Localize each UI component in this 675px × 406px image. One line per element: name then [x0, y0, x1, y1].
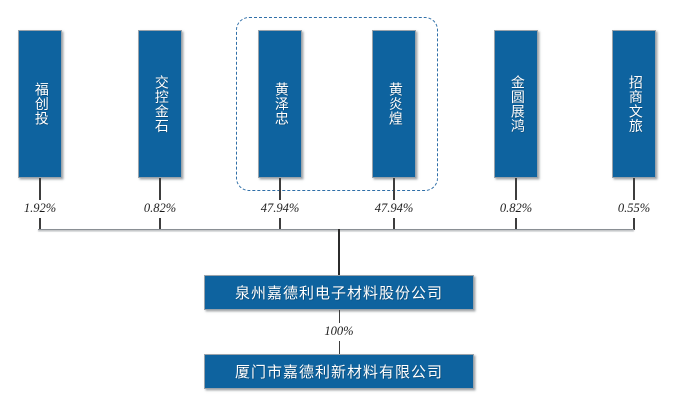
- ownership-percent-6: 0.55%: [617, 201, 651, 215]
- subsidiary-company-name: 厦门市嘉德利新材料有限公司: [234, 365, 443, 381]
- connector-shareholder-1-lower: [39, 218, 41, 230]
- connector-shareholder-1: [39, 178, 41, 200]
- ownership-percent-3: 47.94%: [260, 201, 300, 215]
- connector-shareholder-4: [393, 178, 395, 200]
- shareholder-box-3[interactable]: 黄泽忠: [258, 30, 302, 178]
- shareholder-box-6[interactable]: 招商文旅: [612, 30, 656, 178]
- connector-shareholder-2: [159, 178, 161, 200]
- connector-shareholder-2-lower: [159, 218, 161, 230]
- connector-shareholder-3: [279, 178, 281, 200]
- connector-parent-to-subsidiary-upper: [338, 310, 340, 323]
- shareholder-name-2: 交控金石: [152, 75, 168, 133]
- connector-bus-to-parent: [338, 229, 341, 275]
- ownership-percent-subsidiary: 100%: [324, 324, 354, 338]
- connector-shareholder-6: [633, 178, 635, 200]
- shareholder-name-4: 黄炎煌: [386, 82, 402, 126]
- shareholder-box-2[interactable]: 交控金石: [138, 30, 182, 178]
- ownership-percent-5: 0.82%: [499, 201, 533, 215]
- subsidiary-company-box[interactable]: 厦门市嘉德利新材料有限公司: [204, 354, 474, 389]
- connector-shareholder-6-lower: [633, 218, 635, 230]
- parent-company-box[interactable]: 泉州嘉德利电子材料股份公司: [204, 275, 474, 310]
- connector-shareholder-5-lower: [515, 218, 517, 230]
- shareholder-name-1: 福创投: [32, 82, 48, 126]
- connector-shareholder-5: [515, 178, 517, 200]
- shareholder-name-6: 招商文旅: [626, 75, 642, 133]
- shareholder-name-5: 金圆展鸿: [508, 75, 524, 133]
- ownership-percent-2: 0.82%: [143, 201, 177, 215]
- parent-company-name: 泉州嘉德利电子材料股份公司: [234, 286, 443, 302]
- shareholder-box-4[interactable]: 黄炎煌: [372, 30, 416, 178]
- shareholder-name-3: 黄泽忠: [272, 82, 288, 126]
- shareholder-bus-bar: [38, 229, 634, 231]
- ownership-percent-4: 47.94%: [374, 201, 414, 215]
- connector-shareholder-4-lower: [393, 218, 395, 230]
- shareholder-box-1[interactable]: 福创投: [18, 30, 62, 178]
- ownership-percent-1: 1.92%: [23, 201, 57, 215]
- shareholder-box-5[interactable]: 金圆展鸿: [494, 30, 538, 178]
- connector-shareholder-3-lower: [279, 218, 281, 230]
- controlling-shareholders-group-frame: [236, 17, 438, 191]
- connector-parent-to-subsidiary-lower: [338, 341, 340, 354]
